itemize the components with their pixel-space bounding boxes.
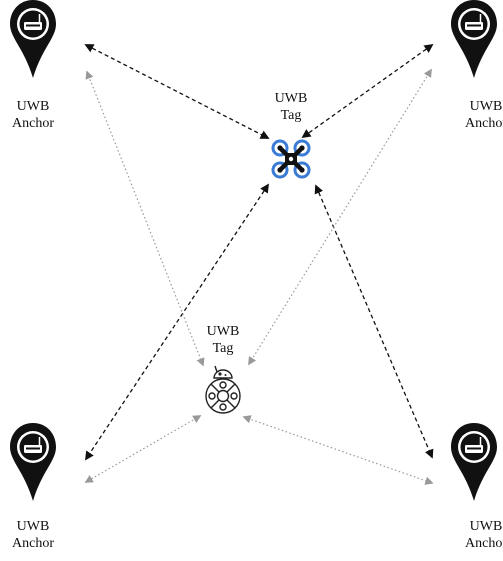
map-pin-router-icon: [10, 423, 56, 501]
link-drone-anchor-top-left: [84, 44, 270, 139]
link-robot-anchor-top-left: [85, 70, 205, 367]
anchor-label-line2: Anchor: [12, 536, 54, 551]
link-drone-anchor-bottom-left: [84, 183, 270, 461]
anchor-label-top-right: UWB Anchor: [446, 98, 503, 132]
anchor-label-line1: UWB: [16, 519, 50, 534]
anchor-label-line1: UWB: [16, 99, 50, 114]
tag-label-drone: UWB Tag: [251, 90, 331, 124]
tag-label-line1: UWB: [274, 91, 308, 106]
map-pin-router-icon: [10, 0, 56, 78]
anchor-label-line1: UWB: [469, 519, 503, 534]
anchor-label-top-left: UWB Anchor: [0, 98, 73, 132]
robot-links: [84, 68, 434, 485]
tag-label-line2: Tag: [212, 341, 234, 356]
ground-robot-icon: [205, 365, 241, 414]
link-robot-anchor-bottom-right: [242, 415, 434, 485]
drone-icon: [271, 139, 311, 179]
map-pin-router-icon: [451, 423, 497, 501]
anchor-label-bottom-right: UWB Anchor: [446, 518, 503, 552]
tag-label-robot: UWB Tag: [183, 323, 263, 357]
tag-label-line1: UWB: [206, 324, 240, 339]
map-pin-router-icon: [451, 0, 497, 78]
anchor-label-bottom-left: UWB Anchor: [0, 518, 73, 552]
link-robot-anchor-bottom-left: [84, 415, 202, 483]
anchor-label-line1: UWB: [469, 99, 503, 114]
tag-label-line2: Tag: [280, 108, 302, 123]
link-robot-anchor-top-right: [248, 68, 432, 366]
anchor-label-line2: Anchor: [465, 536, 503, 551]
anchor-label-line2: Anchor: [12, 116, 54, 131]
anchor-label-line2: Anchor: [465, 116, 503, 131]
